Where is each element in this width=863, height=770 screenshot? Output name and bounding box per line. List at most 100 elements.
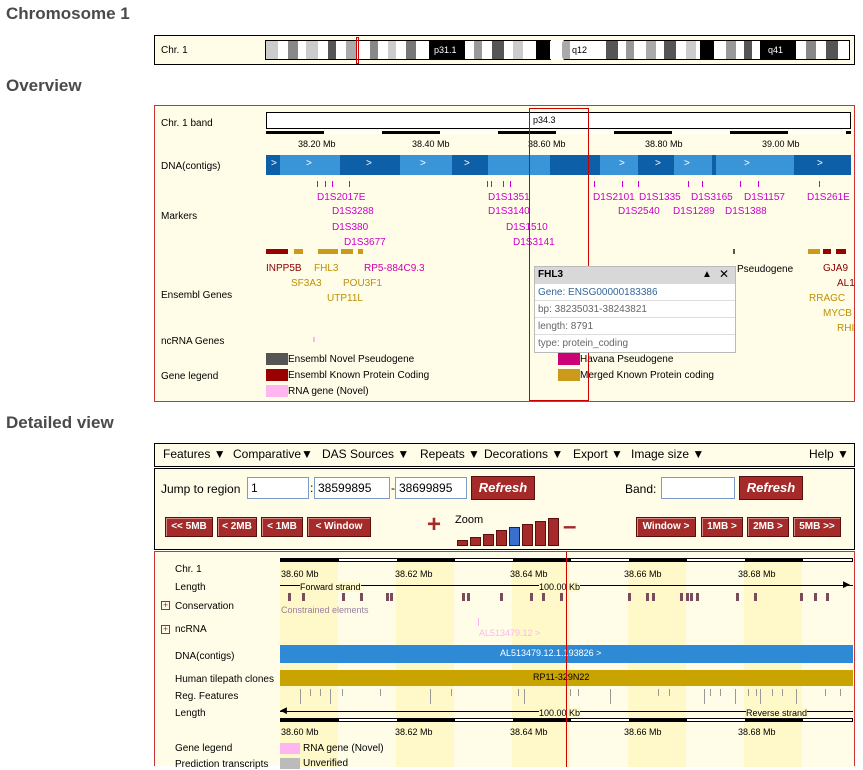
marker-label[interactable]: D1S3677 (344, 237, 386, 248)
gene-label[interactable]: RP5-884C9.3 (364, 263, 425, 274)
gene-label[interactable]: Pseudogene (737, 264, 794, 275)
zoom-out-icon[interactable]: – (563, 513, 577, 540)
marker-label[interactable]: D1S1388 (725, 206, 767, 217)
nav-back-1mb-button[interactable]: < 1MB (261, 517, 303, 537)
zoom-step[interactable] (496, 530, 507, 546)
gene-bar[interactable] (341, 249, 353, 254)
reg-feature (710, 689, 711, 696)
nav-forward-5mb-button[interactable]: 5MB >> (793, 517, 841, 537)
gene-label[interactable]: SF3A3 (291, 278, 322, 289)
marker-label[interactable]: D1S1351 (488, 192, 530, 203)
gene-label[interactable]: MYCB (823, 308, 852, 319)
conservation-block (690, 593, 693, 601)
menu-das-sources[interactable]: DAS Sources ▼ (322, 447, 410, 461)
gene-bar[interactable] (836, 249, 846, 254)
marker-label[interactable]: D1S1157 (744, 192, 785, 203)
jump-refresh-button[interactable]: Refresh (471, 476, 535, 500)
gene-bar[interactable] (823, 249, 831, 254)
nav-forward-window-button[interactable]: Window > (636, 517, 696, 537)
nav-back-window-button[interactable]: < Window (307, 517, 371, 537)
ncrna-feature[interactable] (313, 337, 315, 342)
popup-gene-link[interactable]: ENSG00000183386 (568, 287, 658, 298)
popup-collapse-icon[interactable]: ▲ (702, 269, 712, 280)
chromosome-ideogram[interactable]: p31.1 q12 q41 (265, 40, 850, 60)
detail-scale-tick: 38.64 Mb (510, 569, 548, 579)
menu-repeats[interactable]: Repeats ▼ (420, 447, 480, 461)
marker-label[interactable]: D1S3288 (332, 206, 374, 217)
marker-label[interactable]: D1S3165 (691, 192, 733, 203)
detail-label-chr: Chr. 1 (175, 564, 202, 575)
gene-label[interactable]: UTP11L (327, 293, 363, 304)
zoom-step[interactable] (548, 517, 559, 546)
marker-label[interactable]: D1S2017E (317, 192, 366, 203)
gene-label[interactable]: RRAGC (809, 293, 846, 304)
zoom-step[interactable] (522, 524, 533, 546)
zoom-step[interactable] (483, 533, 494, 546)
jump-label: Jump to region (161, 482, 241, 496)
gene-bar[interactable] (808, 249, 820, 254)
menu-decorations[interactable]: Decorations ▼ (484, 447, 564, 461)
zoom-step[interactable] (457, 540, 468, 546)
marker-label[interactable]: D1S1510 (506, 222, 548, 233)
reg-features-track[interactable] (280, 689, 853, 704)
gene-label[interactable]: RHI (837, 323, 855, 334)
marker-label[interactable]: D1S2101 (593, 192, 635, 203)
menu-comparative[interactable]: Comparative▼ (233, 447, 313, 461)
gene-label[interactable]: POU3F1 (343, 278, 382, 289)
marker-label[interactable]: D1S3140 (488, 206, 530, 217)
gene-bar[interactable] (266, 249, 288, 254)
gene-bar[interactable] (358, 249, 363, 254)
marker-label[interactable]: D1S380 (332, 222, 369, 233)
legend-label: Ensembl Novel Pseudogene (288, 354, 415, 365)
marker-label[interactable]: D1S1289 (673, 206, 715, 217)
nav-forward-2mb-button[interactable]: 2MB > (747, 517, 789, 537)
legend-label: RNA gene (Novel) (288, 386, 369, 397)
marker-label[interactable]: D1S1335 (639, 192, 681, 203)
menu-export[interactable]: Export ▼ (573, 447, 623, 461)
marker-label[interactable]: D1S261E (807, 192, 850, 203)
jump-end-input[interactable] (395, 477, 467, 499)
menu-features[interactable]: Features ▼ (163, 447, 226, 461)
marker-tick (510, 181, 511, 187)
gene-label[interactable]: FHL3 (314, 263, 339, 274)
nav-back-2mb-button[interactable]: < 2MB (217, 517, 257, 537)
contig-segment (638, 155, 674, 175)
conservation-block (390, 593, 393, 601)
gene-bar[interactable] (733, 249, 735, 254)
zoom-step[interactable] (509, 527, 520, 546)
zoom-step[interactable] (535, 520, 546, 546)
band-label-q12: q12 (572, 45, 588, 55)
expand-ncrna-icon[interactable]: + (161, 624, 170, 634)
jump-chr-input[interactable] (247, 477, 309, 499)
contig-bar[interactable]: > > > > > > > > > > (266, 155, 851, 175)
reg-feature (430, 689, 431, 704)
menu-image-size[interactable]: Image size ▼ (631, 447, 705, 461)
marker-tick (349, 181, 350, 187)
band-input[interactable] (661, 477, 735, 499)
detail-label-ncrna: ncRNA (175, 624, 207, 635)
nav-back-5mb-button[interactable]: << 5MB (165, 517, 213, 537)
marker-label[interactable]: D1S2540 (618, 206, 660, 217)
ncrna-feature-label[interactable]: AL513479.12 > (479, 628, 541, 638)
zoom-step[interactable] (470, 536, 481, 546)
popup-close-icon[interactable]: ✕ (719, 267, 730, 281)
zoom-in-icon[interactable]: + (427, 511, 442, 538)
gene-bar[interactable] (318, 249, 338, 254)
marker-label[interactable]: D1S3141 (513, 237, 555, 248)
nav-forward-1mb-button[interactable]: 1MB > (701, 517, 743, 537)
gene-label[interactable]: GJA9 (823, 263, 849, 274)
menu-help[interactable]: Help ▼ (809, 447, 849, 461)
overview-selection-box[interactable] (529, 108, 589, 401)
zoom-slider[interactable] (457, 514, 561, 546)
contig-segment (712, 155, 716, 175)
detail-legend-swatch (280, 743, 300, 754)
gene-bar[interactable] (294, 249, 303, 254)
gene-label[interactable]: AL1 (837, 278, 855, 289)
ncrna-feature-mark[interactable] (478, 618, 479, 626)
jump-start-input[interactable] (314, 477, 390, 499)
expand-conservation-icon[interactable]: + (161, 600, 170, 610)
gene-label[interactable]: INPP5B (266, 263, 302, 274)
conservation-track[interactable] (280, 593, 853, 601)
band-bar[interactable]: p34.3 (266, 112, 851, 129)
band-refresh-button[interactable]: Refresh (739, 476, 803, 500)
